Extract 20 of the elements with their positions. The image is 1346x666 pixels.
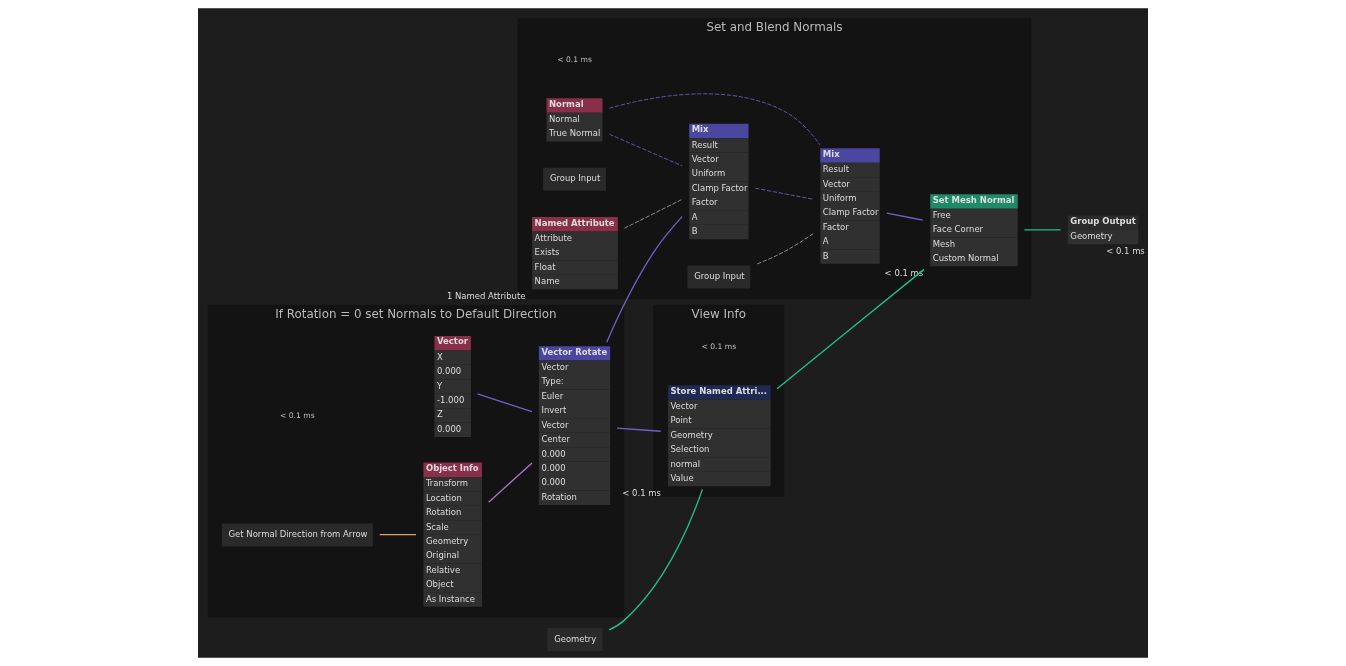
connector (886, 212, 924, 221)
node-label: 1 Named Attribute (446, 291, 526, 302)
connector (608, 488, 704, 631)
node-label: < 0.1 ms (1106, 246, 1145, 257)
node-label: < 0.1 ms (622, 488, 661, 498)
connector (379, 533, 417, 536)
node-label: < 0.1 ms (701, 341, 737, 351)
connector (476, 393, 533, 413)
connector (608, 93, 821, 146)
connector (756, 233, 814, 265)
connector (616, 427, 662, 432)
connector (624, 198, 683, 229)
node-label: < 0.1 ms (279, 411, 315, 421)
connector (1023, 229, 1062, 231)
connector (487, 462, 533, 504)
connector (609, 133, 683, 167)
connector (755, 187, 814, 200)
node-label: < 0.1 ms (557, 54, 592, 64)
connector (776, 268, 925, 390)
connector (606, 215, 683, 343)
